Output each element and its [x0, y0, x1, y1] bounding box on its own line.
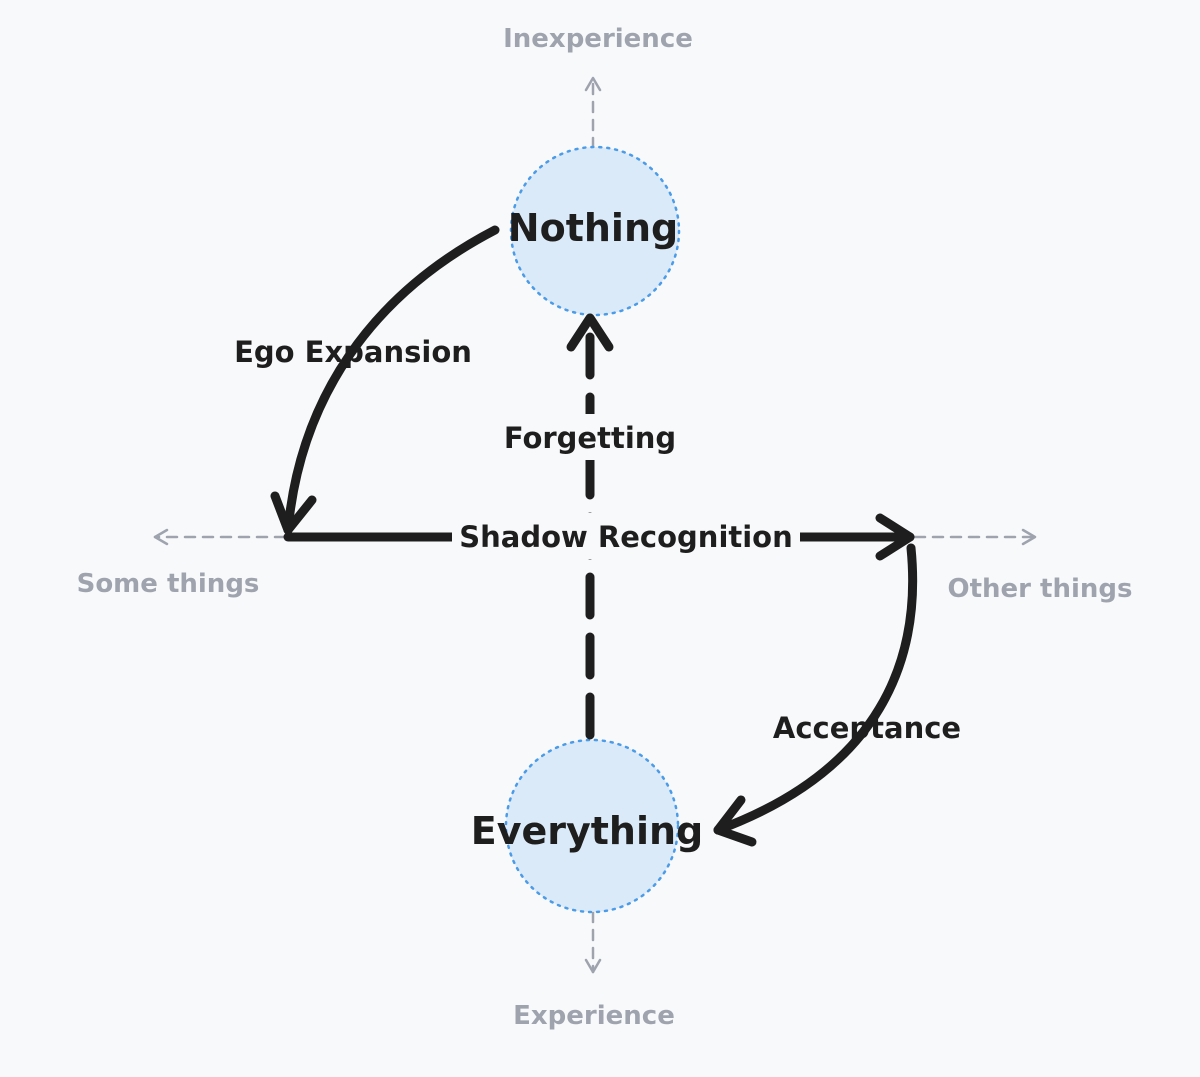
nothing-node: [509, 145, 681, 317]
forgetting-label-bg: [498, 414, 680, 460]
everything-node: [504, 738, 680, 914]
axis-right-arrowhead: [1021, 528, 1037, 546]
acceptance-arrow: [713, 543, 918, 835]
axis-left-arrowhead: [153, 528, 169, 546]
ego-expansion-arrowhead: [270, 491, 317, 535]
forgetting-label: Forgetting: [504, 421, 676, 455]
acceptance-arrowhead: [713, 795, 757, 847]
axis-arrowheads: [153, 76, 1037, 974]
axes: [153, 76, 1037, 974]
forgetting-arrowhead: [566, 313, 614, 352]
ego-expansion-arrow: [283, 225, 500, 535]
shadow-recognition-arrowhead: [875, 513, 915, 561]
nothing-label: Nothing: [508, 206, 678, 250]
axis-bottom-label: Experience: [513, 1001, 675, 1031]
axis-up-arrowhead: [584, 76, 602, 92]
ego-expansion-label: Ego Expansion: [234, 335, 472, 369]
acceptance-label: Acceptance: [773, 711, 961, 745]
axis-top-label: Inexperience: [503, 24, 693, 54]
shadow-recognition-label-bg: [452, 513, 800, 559]
shadow-recognition-label: Shadow Recognition: [459, 520, 793, 554]
everything-label: Everything: [471, 809, 704, 853]
axis-right-label: Other things: [948, 574, 1133, 604]
axis-left-label: Some things: [77, 569, 260, 599]
axis-down-arrowhead: [584, 958, 602, 974]
